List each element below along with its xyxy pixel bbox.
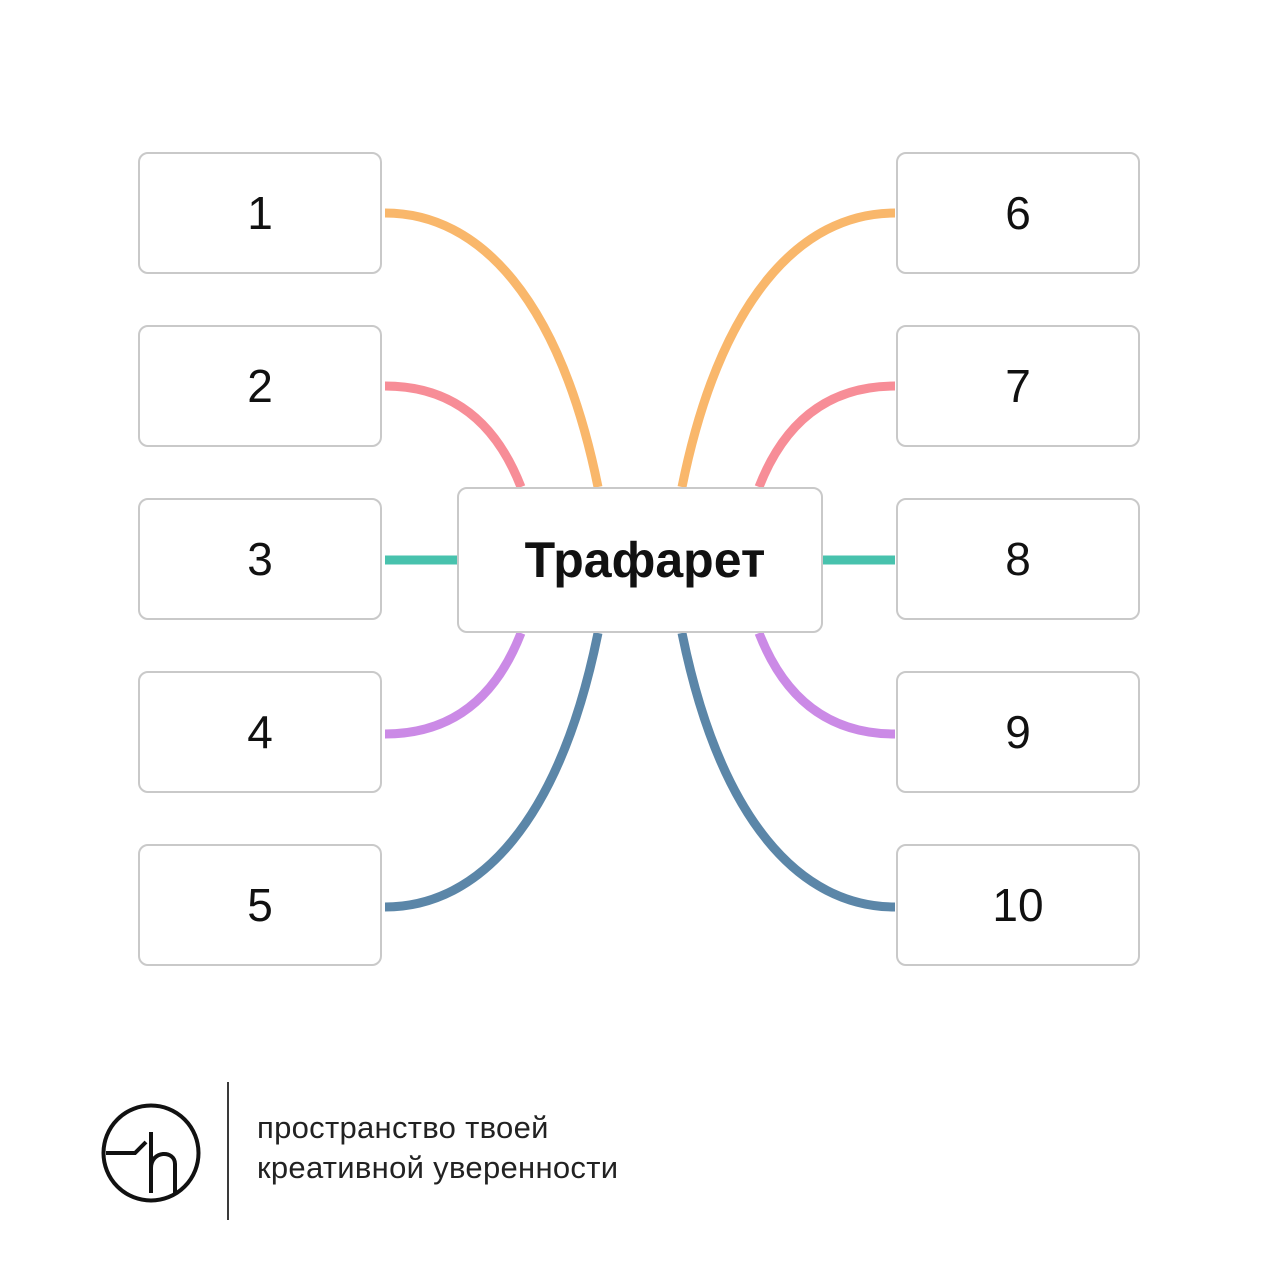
node-10: 10: [896, 844, 1140, 966]
node-2: 2: [138, 325, 382, 447]
brand-logo-icon: [100, 1102, 202, 1204]
node-4: 4: [138, 671, 382, 793]
node-5: 5: [138, 844, 382, 966]
node-7: 7: [896, 325, 1140, 447]
tagline-line-2: креативной уверенности: [257, 1150, 619, 1185]
connector-9: [754, 631, 896, 739]
tagline: пространство твоей креативной уверенност…: [257, 1108, 618, 1188]
connector-10: [677, 632, 896, 912]
node-8: 8: [896, 498, 1140, 620]
connector-1: [384, 208, 603, 488]
node-1: 1: [138, 152, 382, 274]
connector-4: [384, 631, 526, 739]
connector-7: [754, 381, 896, 489]
center-node: Трафарет: [457, 487, 823, 633]
node-6: 6: [896, 152, 1140, 274]
connector-6: [677, 208, 896, 488]
connector-2: [384, 381, 526, 489]
node-9: 9: [896, 671, 1140, 793]
tagline-line-1: пространство твоей: [257, 1110, 549, 1145]
footer-divider: [227, 1082, 229, 1220]
node-3: 3: [138, 498, 382, 620]
connector-5: [384, 632, 603, 912]
